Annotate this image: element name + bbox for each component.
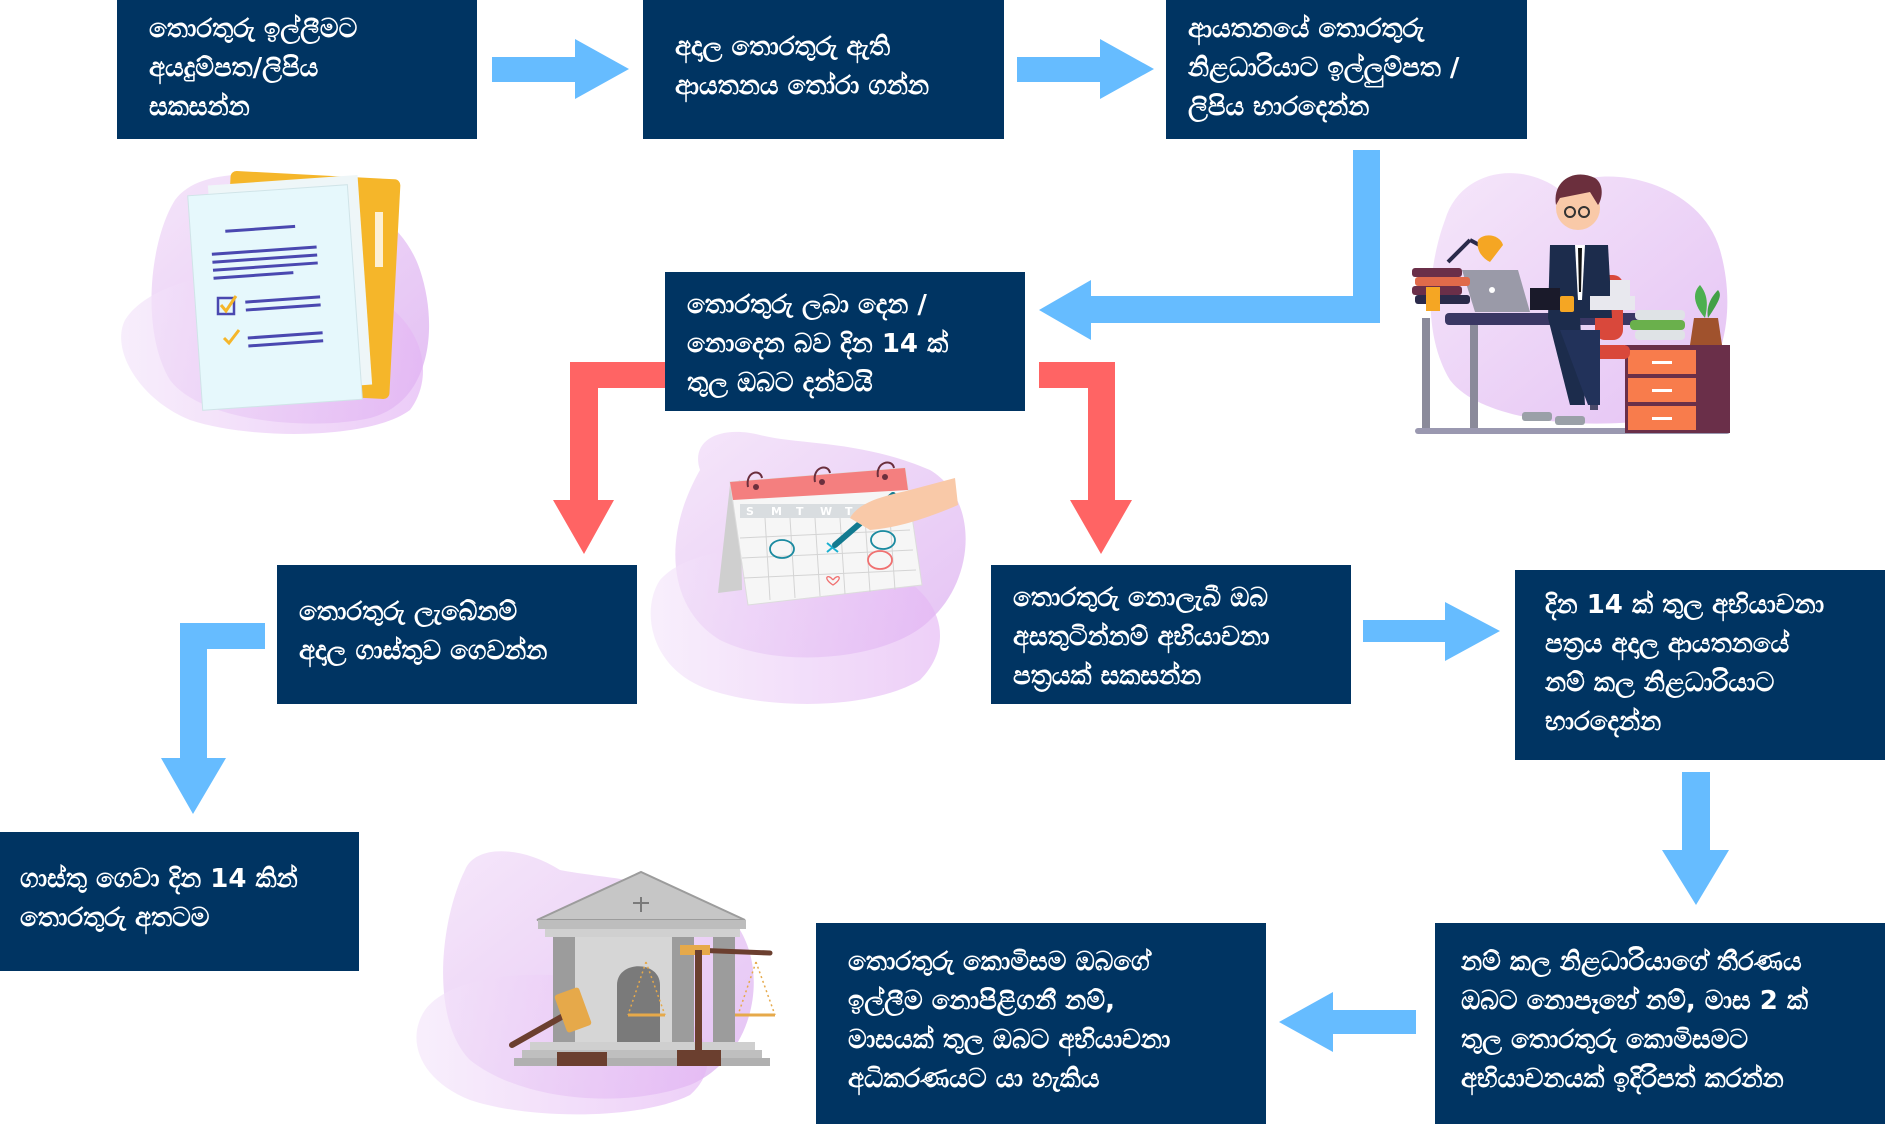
- calendar-day-label: S: [746, 505, 754, 518]
- step-9-text: තොරතුරු කොමිසම ඔබගේ ඉල්ලීම නොපිළිගනී නම්…: [848, 947, 1171, 1094]
- step-10-box: නම් කල නිළධාරියාගේ තීරණය ඔබට නොපෑහේ නම්,…: [1435, 923, 1885, 1124]
- calendar-day-label: W: [820, 505, 832, 518]
- step-6-box: තොරතුරු නොලැබී ඔබ අසතුටින්නම් අභියාචනා ප…: [991, 565, 1351, 704]
- checkmark-icon: [222, 329, 241, 346]
- hand-icon: [850, 478, 958, 530]
- calendar-day-label: T: [845, 505, 853, 518]
- step-5-text: තොරතුරු ලැබේනම් අදාල ගාස්තුව ගෙවන්න: [299, 597, 548, 666]
- step-2-text: අදාල තොරතුරු ඇති ආයතනය තෝරා ගන්න: [675, 32, 930, 101]
- arrow-right-step2-step3: [1017, 39, 1154, 99]
- checkmark-icon: [219, 295, 238, 314]
- laptop-icon: [1462, 270, 1530, 312]
- mug-icon: [1560, 296, 1574, 312]
- step-4-box: තොරතුරු ලබා දෙන / නොදෙන බව දින 14 ක් තුල…: [665, 272, 1025, 411]
- lamp-icon: [1477, 235, 1503, 262]
- step-1-text: තොරතුරු ඉල්ලීමට අයදුම්පත/ලිපිය සකසන්න: [149, 14, 358, 122]
- gavel-handle: [509, 1012, 568, 1048]
- calendar-illustration: S M T W T: [650, 431, 966, 704]
- arrow-elbow-step5-step8: [161, 623, 265, 814]
- documents-illustration: [121, 171, 430, 434]
- arrow-down-step7-step10: [1662, 772, 1729, 905]
- circle-mark: [769, 539, 795, 559]
- shoe: [1522, 412, 1552, 421]
- step-8-box: ගාස්තු ගෙවා දින 14 කින් තොරතුරු අතටම: [0, 832, 359, 971]
- heart-icon: [826, 576, 840, 586]
- step-6-text: තොරතුරු නොලැබී ඔබ අසතුටින්නම් අභියාචනා ප…: [1013, 583, 1270, 691]
- arrow-right-step1-step2: [492, 39, 629, 99]
- step-4-text: තොරතුරු ලබා දෙන / නොදෙන බව දින 14 ක් තුල…: [687, 290, 949, 398]
- arrow-red-step4-step5: [553, 362, 665, 554]
- calendar-header: [730, 468, 908, 500]
- officer-illustration: [1412, 173, 1730, 434]
- arrow-right-step6-step7: [1363, 602, 1500, 661]
- step-3-box: ආයතනයේ තොරතුරු නිළධාරියාට ඉල්ලුම්පත / ලි…: [1166, 0, 1527, 139]
- arrows: [161, 39, 1729, 1052]
- calendar-day-label: T: [796, 505, 804, 518]
- step-1-box: තොරතුරු ඉල්ලීමට අයදුම්පත/ලිපිය සකසන්න: [117, 0, 477, 139]
- step-10-text: නම් කල නිළධාරියාගේ තීරණය ඔබට නොපෑහේ නම්,…: [1461, 947, 1809, 1094]
- step-8-text: ගාස්තු ගෙවා දින 14 කින් තොරතුරු අතටම: [20, 864, 298, 933]
- scale-pillar: [695, 950, 702, 1060]
- plant-pot: [1690, 318, 1722, 345]
- court-illustration: [416, 851, 776, 1115]
- step-9-box: තොරතුරු කොමිසම ඔබගේ ඉල්ලීම නොපිළිගනී නම්…: [816, 923, 1266, 1124]
- arrow-red-step4-step6: [1039, 362, 1132, 554]
- court-door: [617, 966, 660, 1042]
- checkbox-icon: [216, 296, 236, 316]
- arrow-left-step10-step9: [1279, 992, 1416, 1052]
- paper-front: [187, 184, 363, 411]
- glasses-icon: [1564, 206, 1576, 218]
- step-7-box: දින 14 ක් තුල අභියාචනා පත්‍රය අදාල ආයතනය…: [1515, 570, 1885, 760]
- step-3-text: ආයතනයේ තොරතුරු නිළධාරියාට ඉල්ලුම්පත / ලි…: [1188, 14, 1460, 122]
- arrow-elbow-step3-step4: [1039, 150, 1380, 340]
- gavel-head: [554, 987, 592, 1033]
- pencil-cup: [1426, 287, 1440, 311]
- step-2-box: අදාල තොරතුරු ඇති ආයතනය තෝරා ගන්න: [643, 0, 1004, 139]
- step-5-box: තොරතුරු ලැබේනම් අදාල ගාස්තුව ගෙවන්න: [277, 565, 637, 704]
- step-7-text: දින 14 ක් තුල අභියාචනා පත්‍රය අදාල ආයතනය…: [1545, 590, 1825, 737]
- calendar-day-label: M: [771, 505, 782, 518]
- person-head: [1556, 186, 1600, 230]
- phone-icon: [1610, 280, 1630, 296]
